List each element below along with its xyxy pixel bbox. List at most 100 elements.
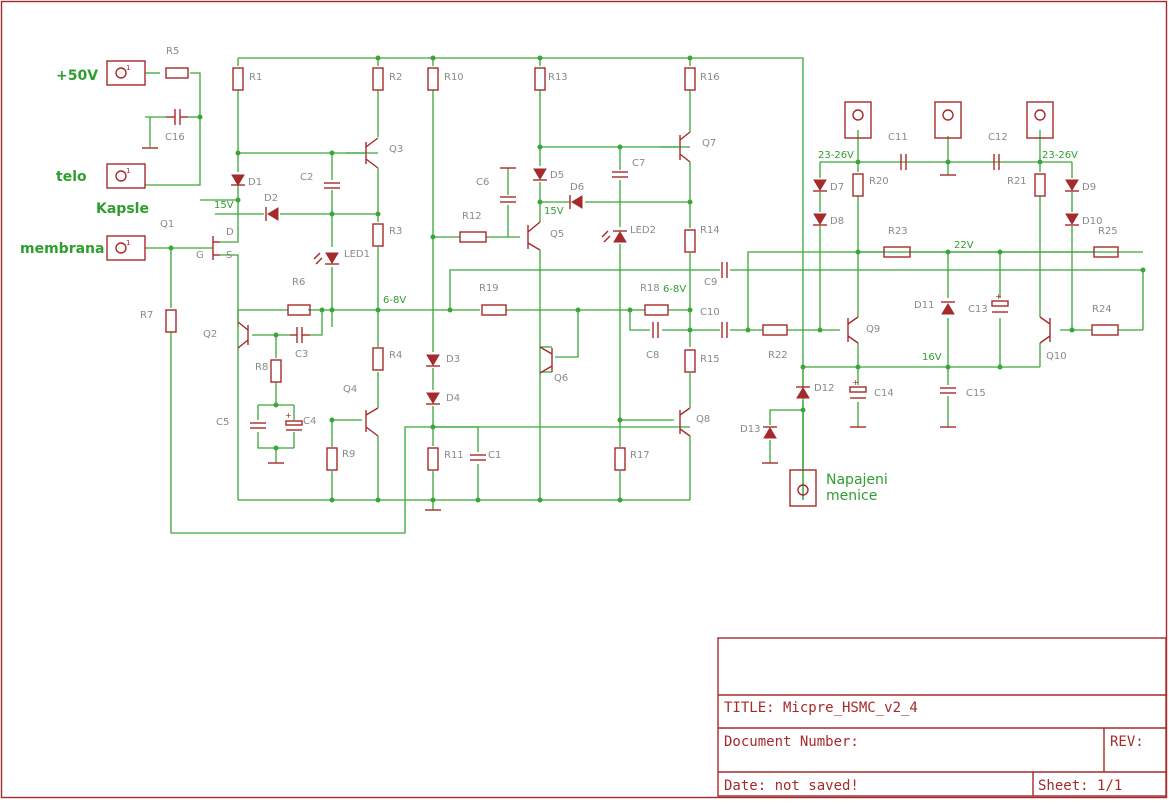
- title-block: TITLE: Micpre_HSMC_v2_4 Document Number:…: [717, 637, 1167, 797]
- label-r6: R6: [292, 277, 305, 288]
- net-22v: 22V: [954, 240, 974, 251]
- label-c13: C13: [968, 304, 988, 315]
- label-d11: D11: [914, 300, 934, 311]
- svg-text:+: +: [995, 292, 1002, 301]
- label-r10: R10: [444, 72, 464, 83]
- label-c1: C1: [488, 450, 501, 461]
- connector-telo[interactable]: 1 telo: [56, 163, 146, 189]
- connector-label-plus50v: +50V: [56, 68, 98, 84]
- connector-membrana[interactable]: 1 membrana: [20, 235, 146, 261]
- label-q9: Q9: [866, 324, 880, 335]
- label-jfet-g: G: [196, 250, 204, 261]
- label-r5: R5: [166, 46, 179, 57]
- sheet-field: Sheet: 1/1: [1038, 778, 1122, 794]
- connector-label-membrana: membrana: [20, 241, 104, 257]
- label-r9: R9: [342, 449, 355, 460]
- connector-label-telo: telo: [56, 169, 87, 185]
- label-c15: C15: [966, 388, 986, 399]
- document-number-field: Document Number:: [724, 734, 859, 750]
- label-c16: C16: [165, 132, 185, 143]
- label-q1: Q1: [160, 219, 174, 230]
- pin-number: 1: [126, 239, 130, 247]
- label-c12: C12: [988, 132, 1008, 143]
- label-c14: C14: [874, 388, 894, 399]
- net-16v: 16V: [922, 352, 942, 363]
- wires: [145, 57, 1144, 534]
- label-q7: Q7: [702, 138, 716, 149]
- label-led1: LED1: [344, 249, 370, 260]
- label-d12: D12: [814, 383, 834, 394]
- resistors: [165, 67, 1119, 471]
- pin-number: 1: [126, 167, 130, 175]
- label-r25: R25: [1098, 226, 1118, 237]
- label-d13: D13: [740, 424, 760, 435]
- label-r3: R3: [389, 226, 402, 237]
- label-c4: C4: [303, 416, 316, 427]
- label-jfet-d: D: [226, 227, 234, 238]
- label-c5: C5: [216, 417, 229, 428]
- label-q3: Q3: [389, 144, 403, 155]
- label-r1: R1: [249, 72, 262, 83]
- label-d4: D4: [446, 393, 460, 404]
- connector-top-3[interactable]: [1026, 101, 1054, 139]
- diodes: [231, 168, 1079, 439]
- label-r11: R11: [444, 450, 464, 461]
- label-q2: Q2: [203, 329, 217, 340]
- net-6-8v-mid: 6-8V: [663, 284, 686, 295]
- junctions: [168, 55, 1146, 503]
- label-d5: D5: [550, 170, 564, 181]
- label-d10: D10: [1082, 216, 1102, 227]
- label-r7: R7: [140, 310, 153, 321]
- label-r22: R22: [768, 350, 788, 361]
- connector-plus50v[interactable]: 1 +50V: [56, 60, 146, 86]
- label-r21: R21: [1007, 176, 1027, 187]
- label-r12: R12: [462, 211, 482, 222]
- label-q4: Q4: [343, 384, 357, 395]
- label-c3: C3: [295, 349, 308, 360]
- label-d6: D6: [570, 182, 584, 193]
- label-r16: R16: [700, 72, 720, 83]
- revision-field: REV:: [1110, 734, 1144, 750]
- net-23-26v-left: 23-26V: [818, 150, 854, 161]
- napajeni-label-line2: menice: [826, 488, 877, 504]
- svg-text:+: +: [285, 411, 292, 420]
- label-c2: C2: [300, 172, 313, 183]
- label-c6: C6: [476, 177, 489, 188]
- label-r13: R13: [548, 72, 568, 83]
- date-field: Date: not saved!: [724, 778, 859, 794]
- label-r23: R23: [888, 226, 908, 237]
- svg-text:+: +: [852, 378, 859, 387]
- label-r14: R14: [700, 225, 720, 236]
- connector-top-2[interactable]: [934, 101, 962, 139]
- part-labels: R5 R1 R2 Q3 C16 C2 D1 D2 Q1 D G S R3 LED…: [140, 46, 1118, 461]
- label-r15: R15: [700, 354, 720, 365]
- label-r19: R19: [479, 283, 499, 294]
- label-r2: R2: [389, 72, 402, 83]
- label-led2: LED2: [630, 225, 656, 236]
- label-d1: D1: [248, 177, 262, 188]
- label-d9: D9: [1082, 182, 1096, 193]
- label-r17: R17: [630, 450, 650, 461]
- net-6-8v-left: 6-8V: [383, 295, 406, 306]
- ground-symbols: [142, 117, 956, 511]
- net-labels: 15V 15V 6-8V 6-8V 22V 16V 23-26V 23-26V: [214, 150, 1078, 363]
- label-r24: R24: [1092, 304, 1112, 315]
- label-c7: C7: [632, 158, 645, 169]
- label-c11: C11: [888, 132, 908, 143]
- capacitors: + + +: [166, 109, 1009, 461]
- label-d2: D2: [264, 193, 278, 204]
- label-c8: C8: [646, 350, 659, 361]
- label-jfet-s: S: [226, 250, 232, 261]
- capsule-heading: Kapsle: [96, 201, 149, 217]
- label-q5: Q5: [550, 229, 564, 240]
- napajeni-label-line1: Napajeni: [826, 472, 888, 488]
- connector-top-1[interactable]: [844, 101, 872, 139]
- connector-napajeni[interactable]: Napajeni menice: [789, 469, 888, 507]
- label-r18: R18: [640, 283, 660, 294]
- label-q6: Q6: [554, 373, 568, 384]
- title-field: TITLE: Micpre_HSMC_v2_4: [724, 700, 918, 716]
- label-c9: C9: [704, 277, 717, 288]
